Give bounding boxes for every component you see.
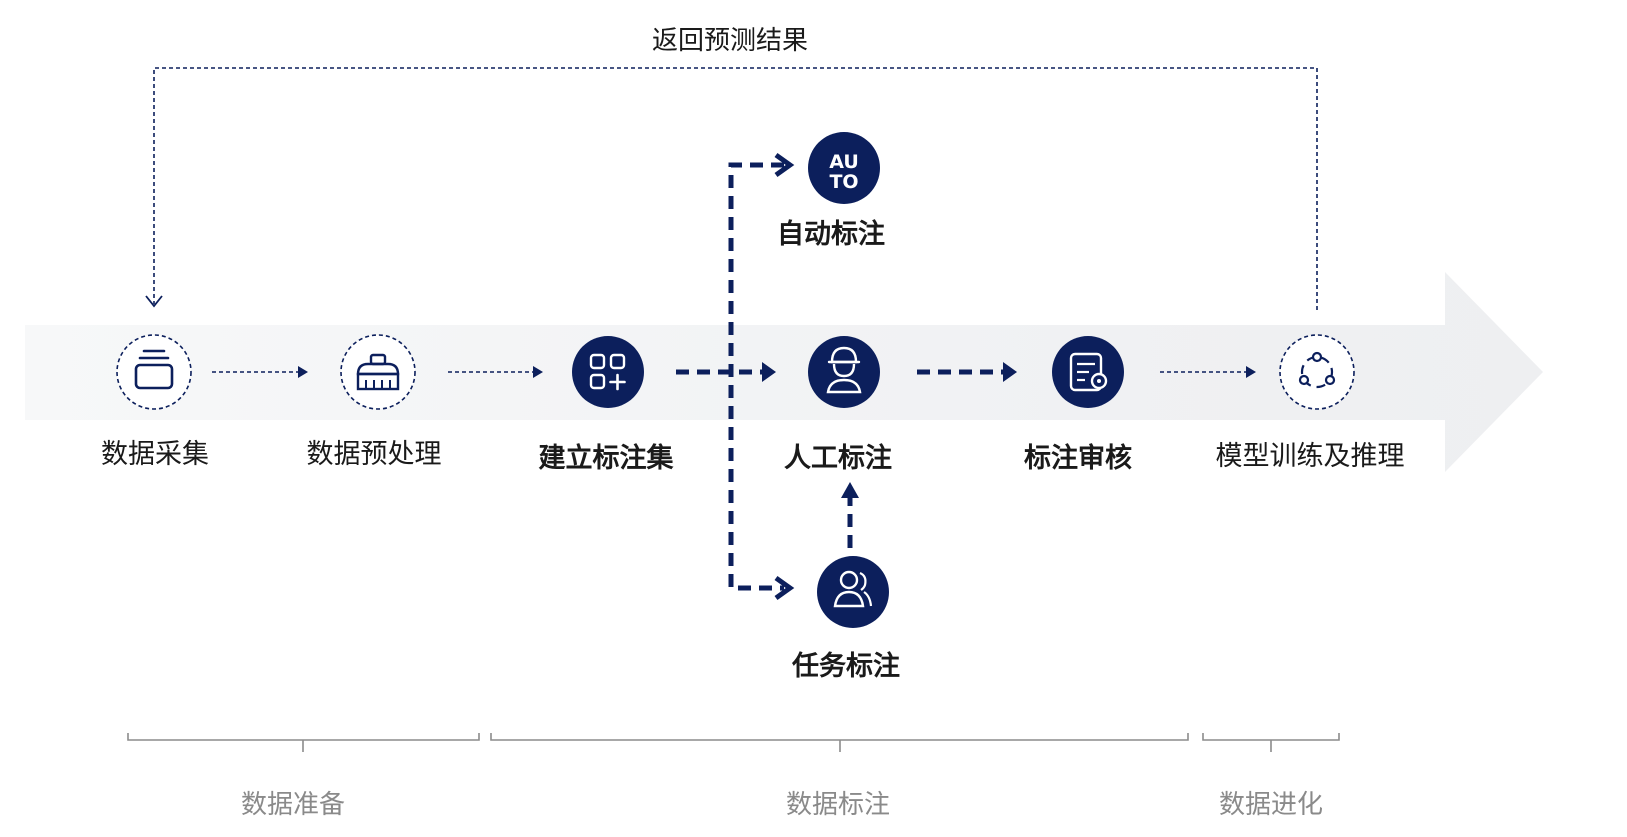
node-preprocess-icon <box>340 334 416 410</box>
node-review-label: 标注审核 <box>1024 443 1132 474</box>
feedback-arrow-head <box>145 295 163 308</box>
node-train-label: 模型训练及推理 <box>1215 441 1405 472</box>
node-preprocess-label: 数据预处理 <box>306 439 442 470</box>
node-collect-icon <box>116 334 192 410</box>
stage-evolve-label: 数据进化 <box>1218 790 1324 820</box>
connector-branch-vertical <box>728 162 784 591</box>
node-task-label: 任务标注 <box>792 651 900 682</box>
bracket-label <box>490 733 1189 752</box>
node-build-icon <box>572 336 644 408</box>
stage-label-label: 数据标注 <box>785 790 891 820</box>
node-collect-label: 数据采集 <box>101 439 209 470</box>
feedback-loop-line <box>153 67 1318 310</box>
arrow-head <box>762 362 776 382</box>
auto-icon-text-bottom: TO <box>829 171 858 193</box>
arrow-head <box>774 575 795 601</box>
bracket-prepare <box>127 733 480 752</box>
arrow-head <box>533 366 543 378</box>
arrow-head <box>1246 366 1256 378</box>
node-train-icon <box>1279 334 1355 410</box>
node-auto-icon: AU TO <box>808 132 880 204</box>
stage-prepare-label: 数据准备 <box>240 790 346 820</box>
node-task-icon <box>817 556 889 628</box>
node-build-label: 建立标注集 <box>538 443 674 474</box>
arrow-head <box>774 152 795 178</box>
feedback-loop-label: 返回预测结果 <box>651 26 809 56</box>
bracket-evolve <box>1202 733 1340 752</box>
node-review-icon <box>1052 336 1124 408</box>
node-auto-label: 自动标注 <box>777 219 885 250</box>
arrow-head <box>841 482 859 498</box>
auto-icon-text-top: AU <box>829 151 859 173</box>
process-arrow-band <box>25 272 1543 472</box>
arrow-head <box>1003 362 1017 382</box>
node-manual-icon <box>808 336 880 408</box>
node-manual-label: 人工标注 <box>784 443 892 474</box>
arrow-head <box>298 366 308 378</box>
